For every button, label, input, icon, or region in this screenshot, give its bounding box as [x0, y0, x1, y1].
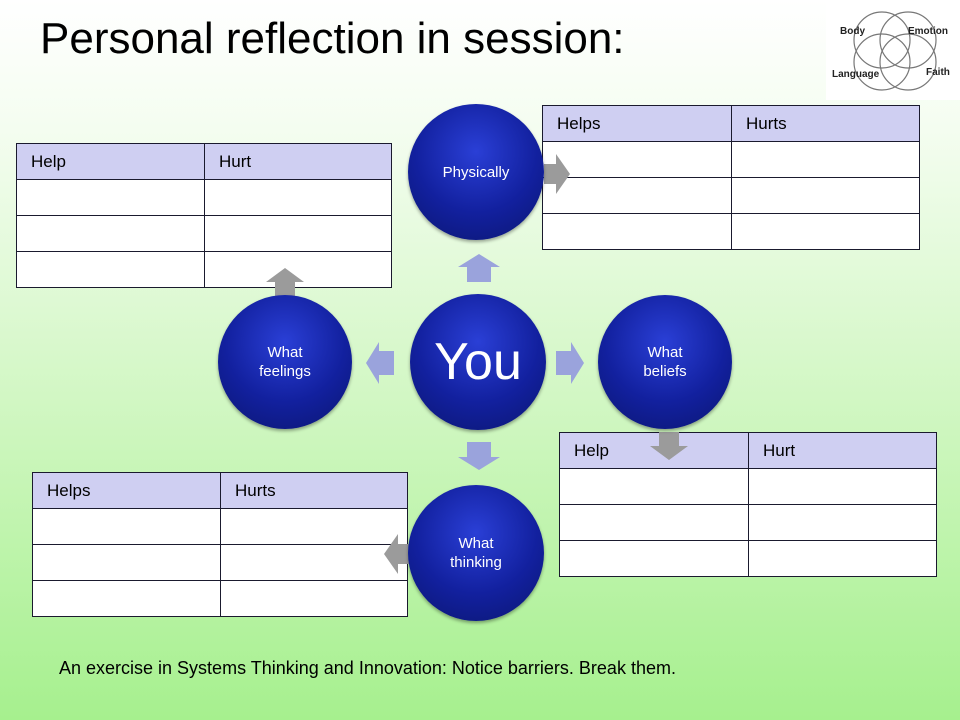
table-row: [559, 504, 937, 541]
table-cell[interactable]: [559, 468, 749, 505]
table-row: [542, 177, 920, 214]
table-header-hurts: Hurts: [220, 472, 408, 509]
table-header-helps: Helps: [32, 472, 221, 509]
table-cell[interactable]: [32, 580, 221, 617]
table-cell[interactable]: [16, 215, 205, 252]
table-row: [32, 580, 408, 617]
arrow-down-icon: [458, 442, 500, 470]
table-row: [32, 508, 408, 545]
table-cell[interactable]: [542, 213, 732, 250]
arrow-down-gray-icon: [650, 432, 688, 460]
venn-label-emotion: Emotion: [908, 26, 948, 37]
arrow-left-gray-icon: [384, 534, 410, 574]
footer-caption: An exercise in Systems Thinking and Inno…: [59, 658, 676, 678]
venn-label-faith: Faith: [926, 67, 950, 78]
table-bottom-left: Helps Hurts: [32, 472, 408, 617]
table-header-hurt: Hurt: [204, 143, 392, 180]
arrow-right-gray-icon: [544, 154, 570, 194]
node-label: What thinking: [450, 535, 502, 571]
node-label: You: [434, 333, 522, 391]
node-what-beliefs: What beliefs: [598, 295, 732, 429]
table-cell[interactable]: [32, 508, 221, 545]
table-cell[interactable]: [220, 508, 408, 545]
table-cell[interactable]: [204, 215, 392, 252]
table-row: [16, 215, 392, 252]
node-you: You: [410, 294, 546, 430]
table-row: [16, 179, 392, 216]
venn-logo: Body Emotion Language Faith: [826, 0, 960, 100]
table-cell[interactable]: [542, 177, 732, 214]
table-header-helps: Helps: [542, 105, 732, 142]
arrow-up-gray-icon: [266, 268, 304, 296]
table-row: [32, 544, 408, 581]
table-bottom-right: Help Hurt: [559, 432, 937, 577]
table-cell[interactable]: [748, 540, 937, 577]
table-header-hurts: Hurts: [731, 105, 920, 142]
table-cell[interactable]: [748, 468, 937, 505]
node-label: What feelings: [259, 344, 311, 380]
table-cell[interactable]: [731, 141, 920, 178]
table-row: [542, 141, 920, 178]
table-cell[interactable]: [559, 504, 749, 541]
arrow-up-icon: [458, 254, 500, 282]
table-row: [16, 251, 392, 288]
table-cell[interactable]: [16, 251, 205, 288]
table-header-help: Help: [559, 432, 749, 469]
table-header-hurt: Hurt: [748, 432, 937, 469]
table-cell[interactable]: [748, 504, 937, 541]
table-header-help: Help: [16, 143, 205, 180]
node-what-thinking: What thinking: [408, 485, 544, 621]
table-cell[interactable]: [220, 544, 408, 581]
table-cell[interactable]: [32, 544, 221, 581]
table-cell[interactable]: [220, 580, 408, 617]
table-top-left: Help Hurt: [16, 143, 392, 288]
table-row: [559, 468, 937, 505]
table-cell[interactable]: [559, 540, 749, 577]
node-what-feelings: What feelings: [218, 295, 352, 429]
table-row: [559, 540, 937, 577]
node-label: What beliefs: [643, 344, 687, 380]
venn-label-language: Language: [832, 69, 880, 80]
arrow-right-icon: [556, 342, 584, 384]
slide-title: Personal reflection in session:: [40, 14, 625, 63]
node-physically: Physically: [408, 104, 544, 240]
node-label: Physically: [442, 163, 510, 181]
table-row: [542, 213, 920, 250]
table-cell[interactable]: [731, 177, 920, 214]
venn-label-body: Body: [840, 26, 865, 37]
table-cell[interactable]: [204, 179, 392, 216]
arrow-left-icon: [366, 342, 394, 384]
table-cell[interactable]: [16, 179, 205, 216]
venn-circles-icon: [853, 11, 937, 91]
table-top-right: Helps Hurts: [542, 105, 920, 250]
table-cell[interactable]: [731, 213, 920, 250]
